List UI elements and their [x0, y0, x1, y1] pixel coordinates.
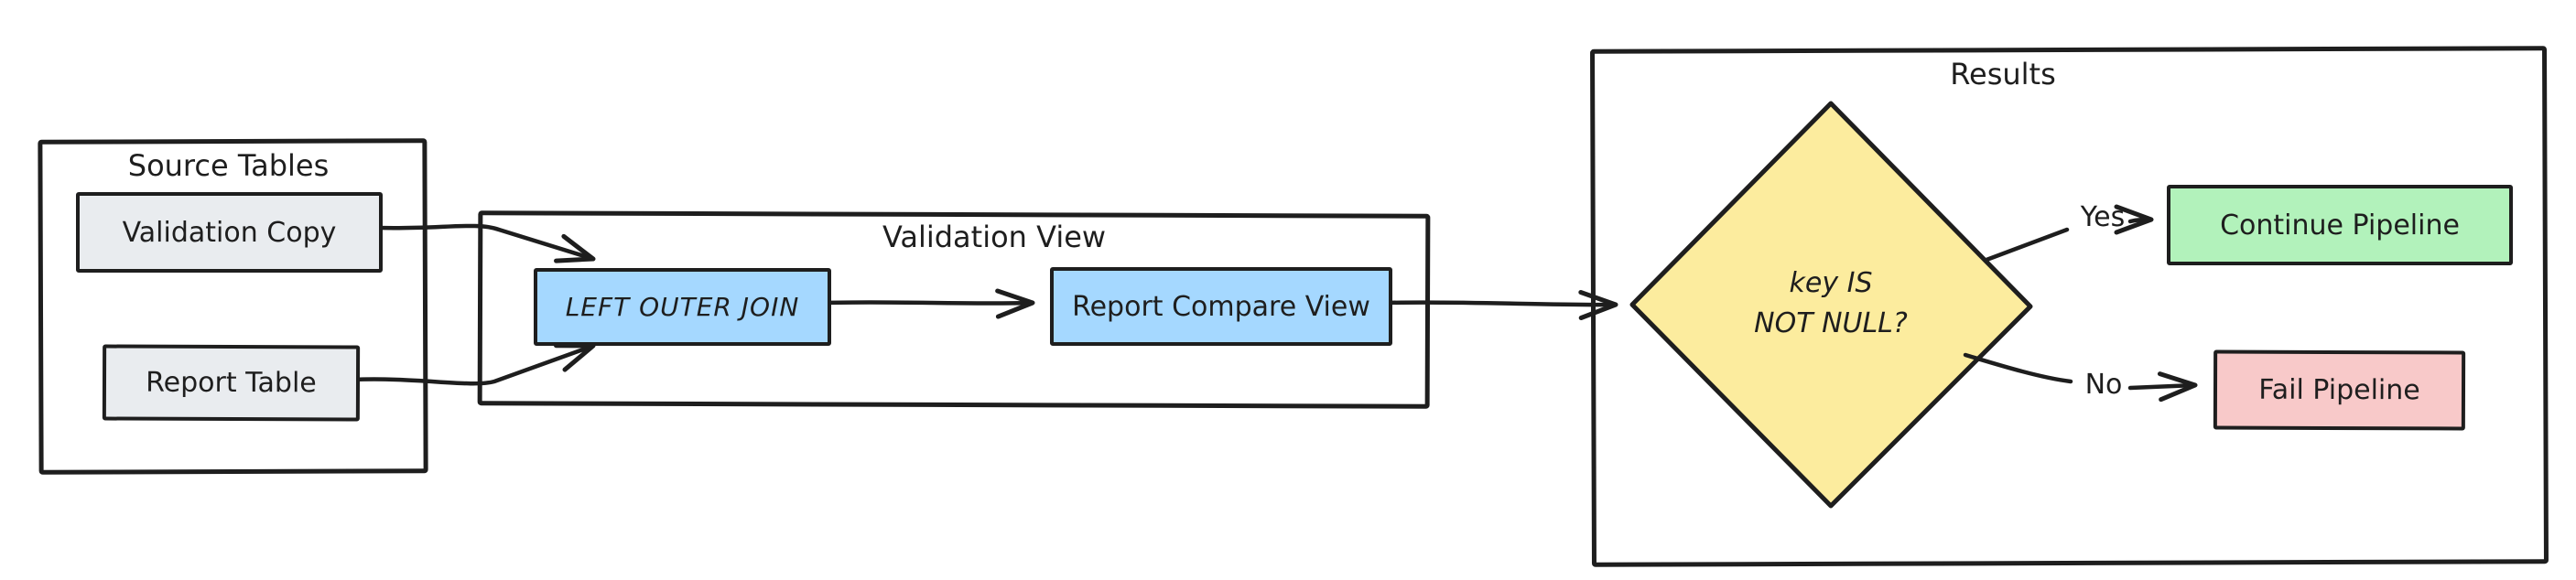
node-left-outer-join: LEFT OUTER JOIN: [534, 268, 831, 346]
node-continue-pipeline: Continue Pipeline: [2167, 185, 2513, 265]
edge-no-segment: [1963, 352, 2073, 384]
node-report-compare-view: Report Compare View: [1050, 267, 1392, 346]
node-validation-copy: Validation Copy: [76, 192, 383, 273]
node-report-table: Report Table: [102, 344, 361, 422]
results-title: Results: [1950, 57, 2056, 91]
node-fail-pipeline: Fail Pipeline: [2213, 349, 2466, 431]
decision-label-line2: NOT NULL?: [1754, 307, 1908, 339]
edge-compare-view-to-decision: [1384, 290, 1618, 321]
decision-diamond: [1629, 101, 2033, 509]
container-source-tables: [38, 138, 428, 475]
edge-label-no: No: [2084, 369, 2123, 401]
validation-view-title: Validation View: [882, 220, 1107, 254]
edge-yes-arrowhead: [2114, 204, 2154, 235]
edge-validation-copy-to-join: [374, 223, 596, 263]
source-tables-title: Source Tables: [127, 148, 330, 183]
decision-label: key IS NOT NULL?: [1694, 263, 1968, 344]
edge-yes-segment: [1984, 227, 2070, 263]
decision-label-line1: key IS: [1789, 267, 1873, 299]
edge-join-to-compare-view: [823, 288, 1035, 319]
edge-report-table-to-join: [350, 343, 596, 386]
edge-no-arrowhead: [2127, 371, 2198, 403]
edge-label-yes: Yes: [2080, 201, 2126, 233]
